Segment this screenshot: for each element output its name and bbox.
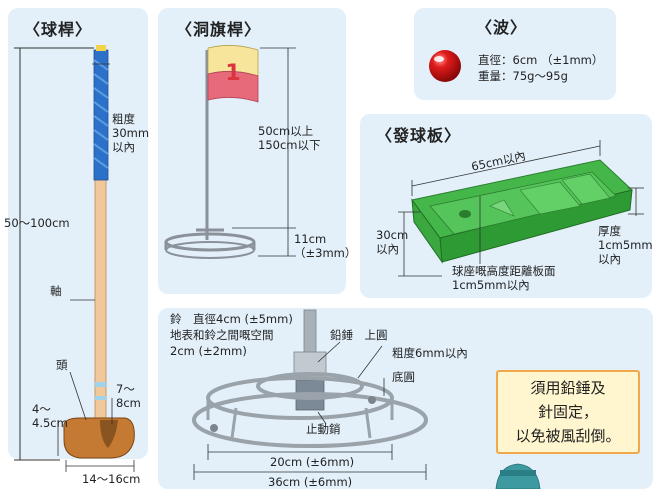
tee-thickness-label: 厚度 1cm5mm 以內: [598, 224, 653, 266]
head-length-label: 14～16cm: [82, 472, 141, 486]
outer-diameter-label: 36cm (±6mm): [268, 475, 353, 489]
tee-title: 〈發球板〉: [376, 126, 462, 145]
flag-number: 1: [225, 61, 240, 86]
head-label: 頭: [56, 358, 68, 372]
flag-title: 〈洞旗桿〉: [176, 20, 262, 39]
gap-value: 2cm (±2mm): [170, 344, 247, 358]
ring-thickness-label: 粗度6mm以內: [392, 346, 468, 360]
gap-label: 地表和鈴之間嘅空間: [170, 328, 274, 342]
base-ring-label: 底圓: [392, 370, 415, 384]
weight-ring-label: 鉛錘 上圓: [330, 328, 388, 342]
stick-title: 〈球桿〉: [24, 20, 93, 39]
stick-length-label: 50～100cm: [4, 216, 70, 230]
note-line-1: 須用鉛錘及: [530, 379, 606, 397]
tee-width-label: 30cm 以內: [376, 228, 409, 256]
note-line-3: 以免被風刮倒。: [515, 427, 621, 445]
flag-base-label: 11cm （±3mm）: [294, 232, 357, 260]
ball-diameter: 直徑：6cm （±1mm）: [478, 53, 604, 67]
note-box: 須用鉛錘及 針固定， 以免被風刮倒。: [496, 370, 640, 454]
stick-panel: [8, 8, 148, 459]
bell-label: 鈴 直徑4cm (±5mm): [170, 312, 293, 326]
head-width-label: 7～ 8cm: [116, 382, 141, 410]
ball-title: 〈波〉: [476, 18, 528, 37]
ball-weight: 重量：75g～95g: [478, 69, 568, 83]
flag-height-label: 50cm以上 150cm以下: [258, 124, 321, 152]
tee-ball-height-label: 球座嘅高度距離板面 1cm5mm以內: [452, 264, 556, 292]
shaft-label: 軸: [50, 284, 62, 298]
note-line-2: 針固定，: [537, 403, 598, 421]
head-height-label: 4～ 4.5cm: [32, 402, 68, 430]
stop-pin-label: 止動銷: [306, 422, 341, 436]
inner-diameter-label: 20cm (±6mm): [270, 455, 355, 469]
grip-thickness-label: 粗度 30mm 以內: [112, 112, 150, 154]
